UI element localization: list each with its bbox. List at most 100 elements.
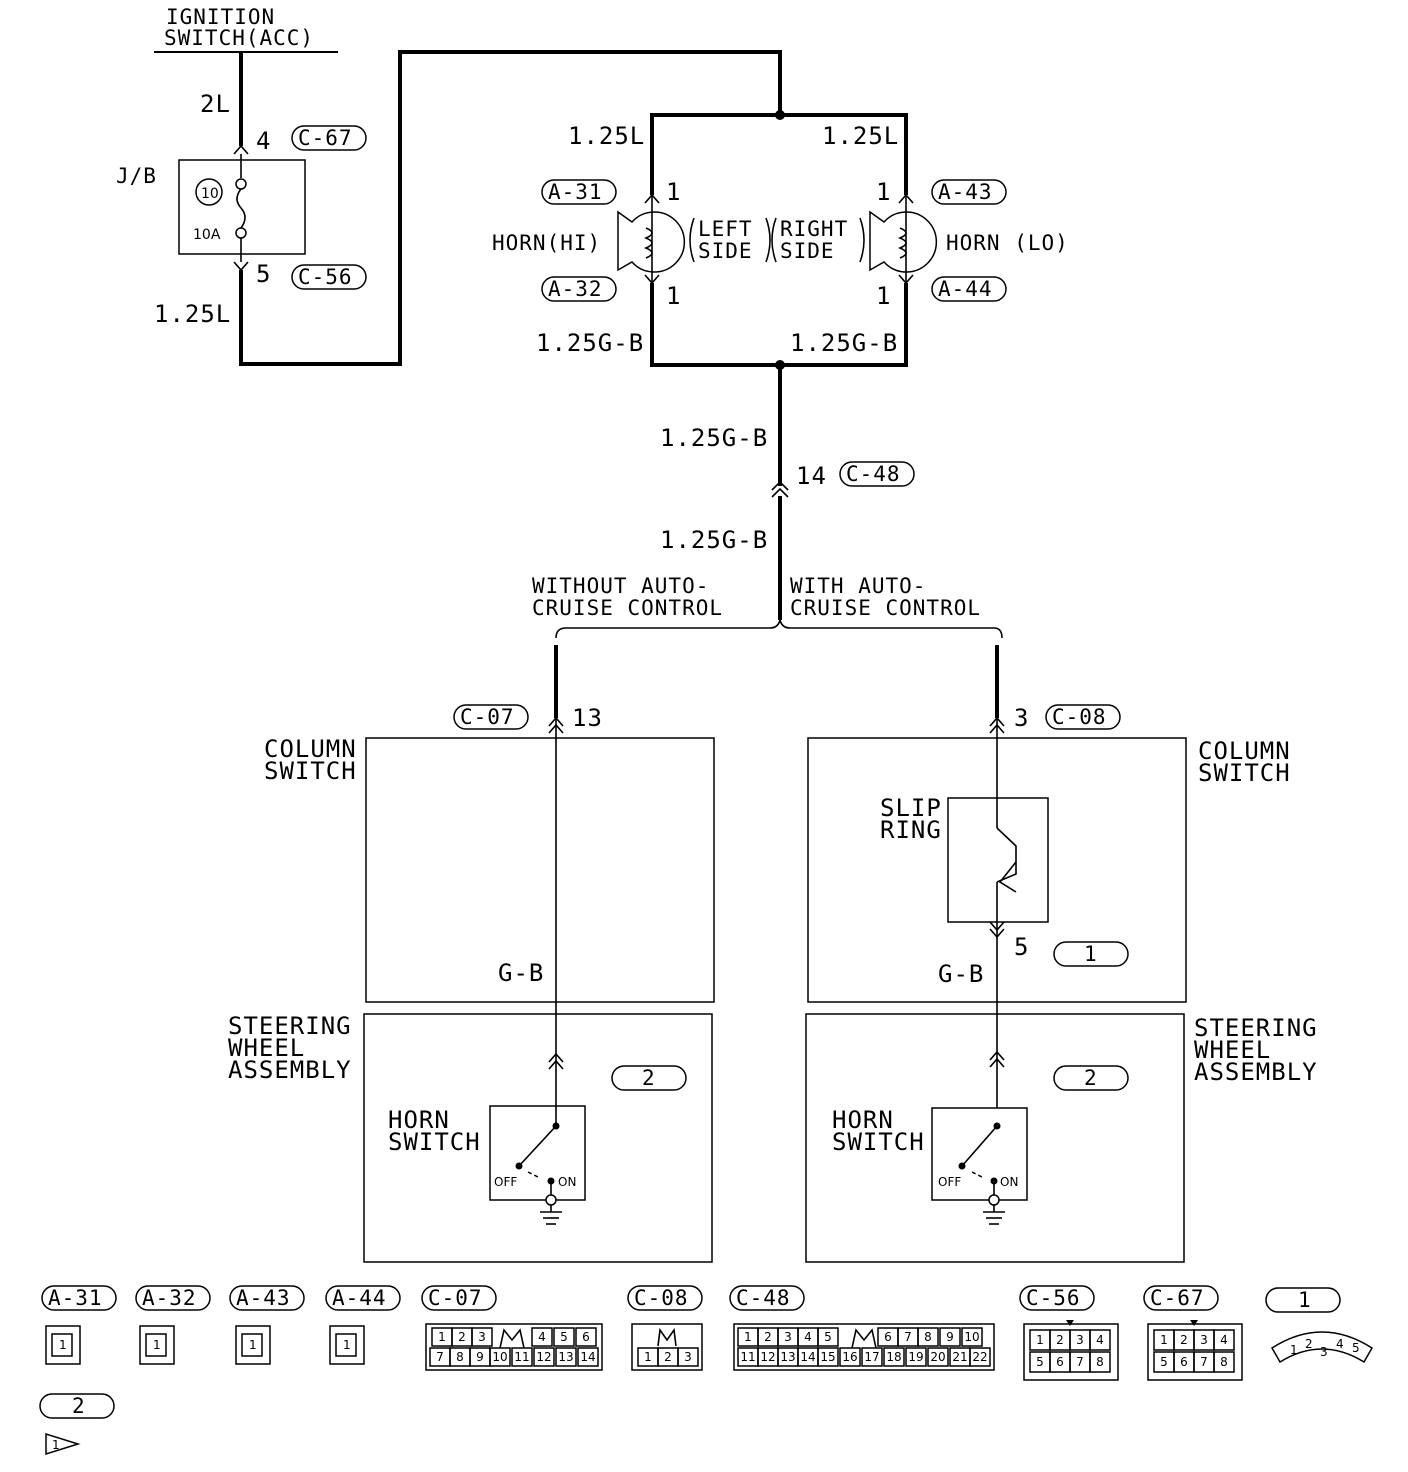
pin-a31: 1 (666, 178, 681, 206)
c48-pin-6: 6 (884, 1330, 892, 1344)
legend-a44: A-44 1 (325, 1285, 401, 1365)
wire-label-gb-right: G-B (938, 960, 984, 988)
legend-label-c48: C-48 (736, 1286, 791, 1310)
c48-pin-16-cell (839, 1347, 861, 1367)
horn-switch-blade-left (518, 1125, 557, 1167)
right-side-2: SIDE (780, 239, 835, 263)
legend-key-c07 (499, 1328, 525, 1349)
c67-pin-4-cell (1213, 1329, 1235, 1351)
c48-pin-9-cell (939, 1327, 961, 1347)
legend-tag-a32 (135, 1285, 211, 1311)
horn-switch-label-left-2: SWITCH (388, 1128, 481, 1156)
c07-pin-4: 4 (538, 1330, 546, 1344)
legend-pin-a44: 1 (343, 1338, 351, 1352)
c48-pin-21: 21 (952, 1350, 967, 1364)
c67-pin-7: 7 (1200, 1355, 1208, 1369)
fuse-number: 10 (201, 186, 219, 202)
c48-pin-17: 17 (864, 1350, 879, 1364)
c07-pin-10-cell (489, 1347, 511, 1367)
c07-pin-12: 12 (536, 1350, 551, 1364)
c48-pin-12: 12 (760, 1350, 775, 1364)
legend-tag-note-1 (1265, 1287, 1341, 1313)
legend-tag-c08 (627, 1285, 703, 1311)
connector-arrow-c07-a (548, 716, 564, 727)
note1-pin-1: 1 (1290, 1343, 1298, 1357)
c56-pin-8: 8 (1096, 1355, 1104, 1369)
connector-tag-a43 (931, 179, 1007, 205)
legend-tag-a43 (229, 1285, 305, 1311)
horn-switch-off-contact-left (515, 1162, 523, 1170)
horn-switch-label-left-1: HORN (388, 1106, 450, 1134)
branch-with-2: CRUISE CONTROL (790, 596, 981, 620)
note-tag-1 (1053, 941, 1129, 967)
legend-shape-note-1 (1270, 1331, 1374, 1364)
c48-pin-5-cell (817, 1327, 839, 1347)
connector-arrow-sw-right-a (989, 1050, 1005, 1061)
note-2-right: 2 (1084, 1066, 1098, 1090)
c07-pin-1: 1 (438, 1330, 446, 1344)
c48-pin-7: 7 (904, 1330, 912, 1344)
legend-tag-a31 (41, 1285, 117, 1311)
c08-pin-3-cell (677, 1347, 699, 1367)
c48-pin-18-cell (883, 1347, 905, 1367)
horn-switch-dash-left (527, 1171, 541, 1179)
legend-shape-a31 (45, 1325, 81, 1365)
connector-a44: A-44 (938, 277, 993, 301)
horn-hi-arrow-top (644, 193, 660, 204)
slip-ring-label-1: SLIP (880, 794, 942, 822)
left-side-2: SIDE (698, 239, 753, 263)
fuse-terminal-top (235, 178, 247, 190)
connector-arrow-c07-b (548, 723, 564, 734)
steering-label-left-2: WHEEL (228, 1034, 305, 1062)
right-side-bracket (859, 217, 865, 263)
legend-label-c07: C-07 (428, 1286, 483, 1310)
c67-pin-8: 8 (1220, 1355, 1228, 1369)
c48-pin-4: 4 (804, 1330, 812, 1344)
c48-pin-9: 9 (946, 1330, 954, 1344)
c07-pin-6-cell (575, 1327, 597, 1347)
legend-key-c56 (1066, 1320, 1074, 1326)
c48-pin-15: 15 (820, 1350, 835, 1364)
c48-pin-10-cell (961, 1327, 983, 1347)
horn-hi-coil (643, 227, 653, 259)
legend-shape-a43-inner (241, 1333, 263, 1357)
legend-pin-a32: 1 (153, 1338, 161, 1352)
slip-ring-brush (998, 861, 1017, 893)
wire-label-1.25GB-low: 1.25G-B (660, 526, 768, 554)
note1-pin-3: 3 (1320, 1345, 1328, 1359)
note-tag-2-right (1053, 1065, 1129, 1091)
pin-5-slip: 5 (1014, 933, 1029, 961)
legend-shape-a43 (235, 1325, 271, 1365)
horn-switch-off-right: OFF (938, 1175, 961, 1189)
horn-lo-label: HORN (LO) (946, 231, 1069, 255)
c07-pin-14: 14 (580, 1350, 595, 1364)
branch-bracket (555, 619, 1003, 639)
connector-tag-c07 (453, 704, 529, 730)
horn-switch-on-left: ON (558, 1175, 576, 1189)
c67-pin-8-cell (1213, 1351, 1235, 1373)
fuse-number-circle (195, 178, 223, 206)
connector-tag-c08 (1045, 704, 1121, 730)
legend-a43: A-43 1 (229, 1285, 305, 1365)
branch-with-1: WITH AUTO- (790, 574, 926, 598)
connector-tag-a44 (931, 276, 1007, 302)
c56-pin-1: 1 (1036, 1333, 1044, 1347)
c48-pin-22-cell (969, 1347, 991, 1367)
legend-label-a44: A-44 (332, 1286, 387, 1310)
connector-a43: A-43 (938, 180, 993, 204)
horn-switch-blade-right (961, 1125, 998, 1167)
slip-ring-arrow-a (989, 921, 1005, 932)
c48-pin-16: 16 (842, 1350, 857, 1364)
horn-lo-arrow-top (898, 193, 914, 204)
connector-c67: C-67 (298, 126, 353, 150)
legend-key-c67 (1190, 1320, 1198, 1326)
c07-pin-3-cell (471, 1327, 493, 1347)
connector-arrow-c48-a (771, 480, 789, 491)
wire-1.25L-feed (239, 50, 782, 366)
horn-lo-symbol (869, 210, 938, 273)
